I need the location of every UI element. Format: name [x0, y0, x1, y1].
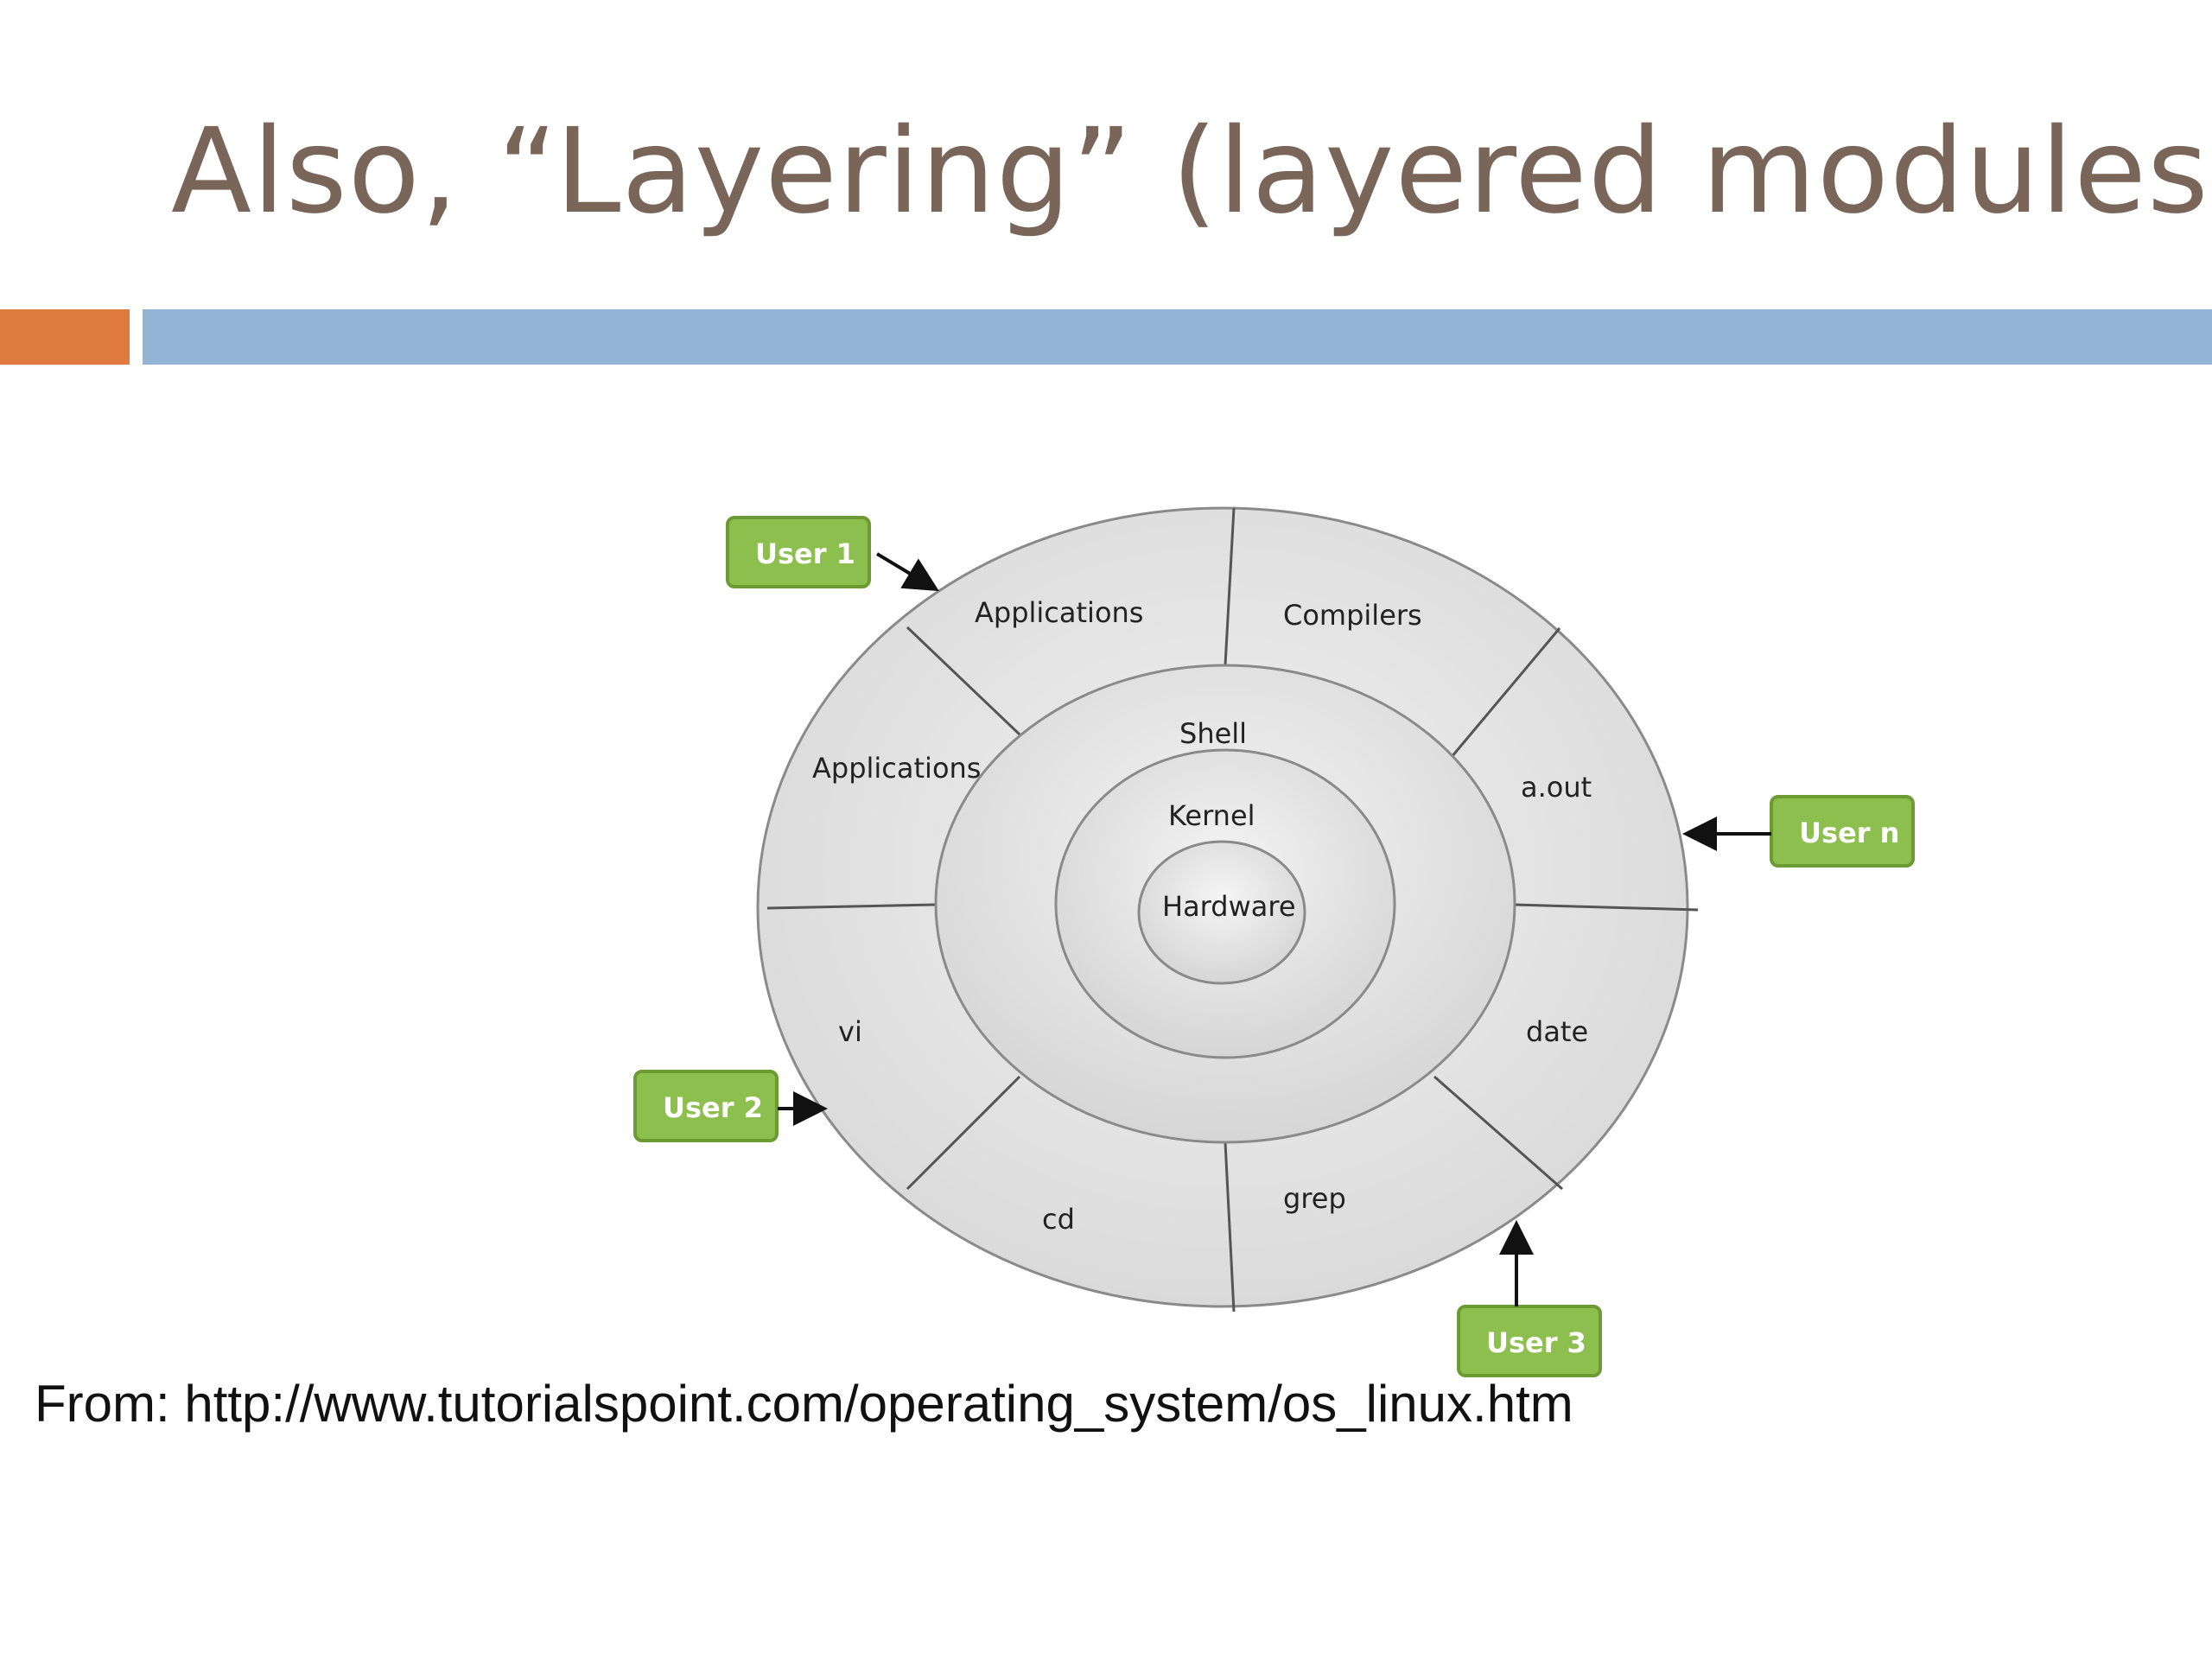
segment-label-applications-left: Applications	[812, 752, 981, 785]
accent-bar-blue	[143, 309, 2212, 365]
user-2-node: User 2	[633, 1070, 779, 1142]
segment-label-grep: grep	[1283, 1182, 1346, 1215]
user-3-label: User 3	[1486, 1326, 1586, 1359]
user-2-label: User 2	[663, 1091, 763, 1124]
hardware-core	[1137, 840, 1306, 985]
slide-title: Also, “Layering” (layered modules)	[171, 104, 2212, 240]
hardware-label: Hardware	[1162, 890, 1296, 923]
user-n-node: User n	[1770, 795, 1915, 868]
user-1-node: User 1	[726, 516, 871, 588]
kernel-label: Kernel	[1168, 799, 1255, 832]
segment-label-vi: vi	[838, 1015, 862, 1048]
source-citation: From: http://www.tutorialspoint.com/oper…	[35, 1375, 1573, 1433]
segment-label-date: date	[1526, 1015, 1588, 1048]
segment-label-cd: cd	[1042, 1203, 1075, 1236]
segment-dividers	[766, 507, 1699, 1313]
shell-label: Shell	[1179, 717, 1247, 750]
user-1-arrow	[875, 552, 939, 592]
accent-bar-orange	[0, 309, 130, 365]
user-n-label: User n	[1799, 817, 1899, 849]
segment-label-compilers: Compilers	[1283, 599, 1422, 632]
segment-label-aout: a.out	[1521, 771, 1592, 804]
user-1-label: User 1	[755, 537, 855, 570]
segment-label-applications-top: Applications	[975, 596, 1143, 629]
user-3-node: User 3	[1457, 1305, 1602, 1377]
